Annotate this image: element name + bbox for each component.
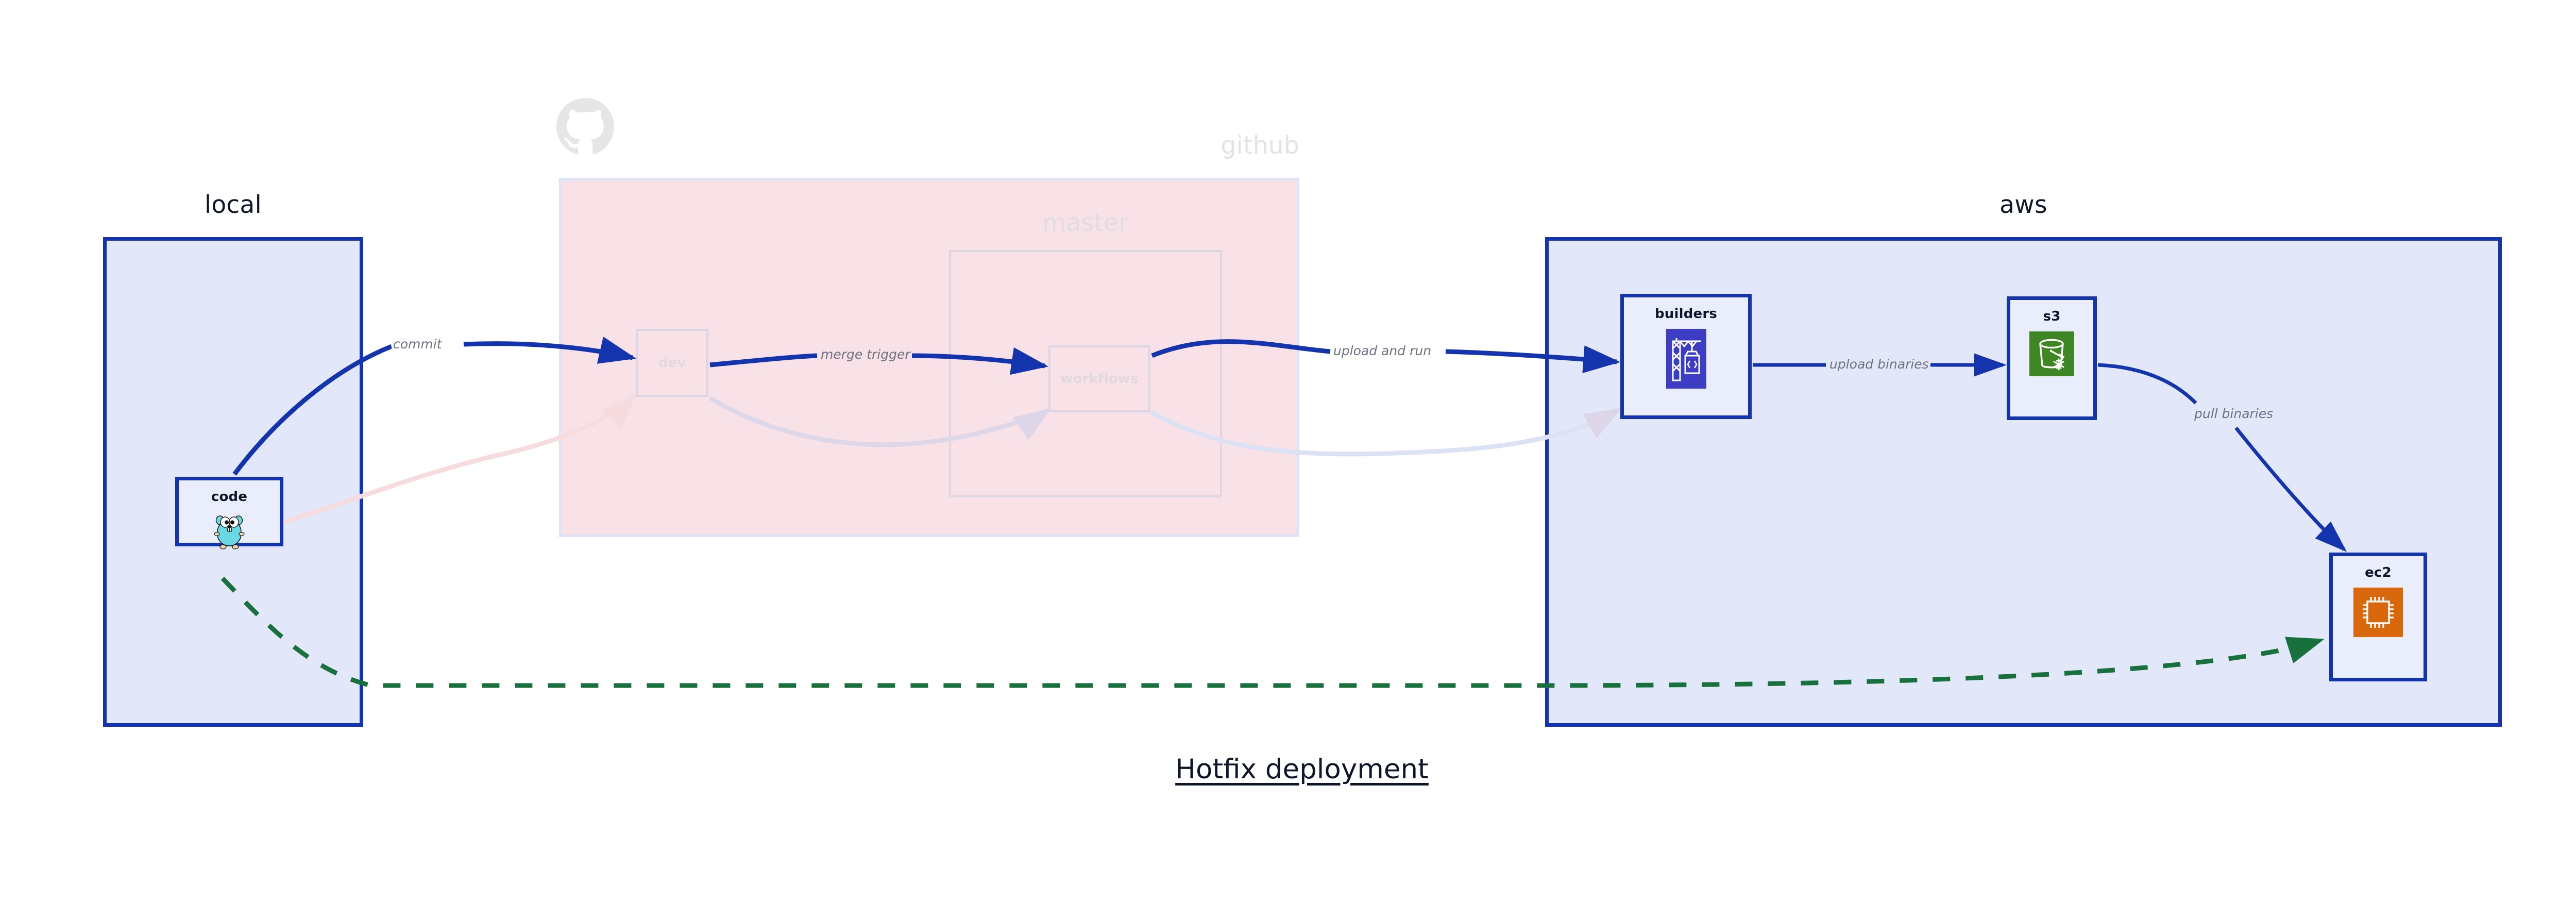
edge-label-pull-binaries: pull binaries bbox=[2193, 407, 2275, 421]
node-s3[interactable]: s3 bbox=[2007, 296, 2097, 420]
node-dev[interactable]: dev bbox=[636, 329, 708, 397]
diagram-title: Hotfix deployment bbox=[1175, 754, 1429, 785]
edge-label-upload-binaries: upload binaries bbox=[1828, 357, 1930, 372]
node-code-label: code bbox=[211, 489, 248, 505]
node-workflows[interactable]: workflows bbox=[1048, 345, 1150, 412]
cluster-aws-label: aws bbox=[1999, 191, 2047, 219]
node-workflows-label: workflows bbox=[1060, 371, 1139, 387]
cluster-local-label: local bbox=[204, 191, 262, 219]
edge-label-merge-trigger: merge trigger bbox=[819, 347, 912, 362]
node-code[interactable]: code bbox=[175, 477, 283, 549]
aws-codebuild-icon bbox=[1666, 329, 1706, 391]
edge-label-commit: commit bbox=[392, 337, 444, 352]
cluster-master bbox=[949, 250, 1222, 497]
node-s3-label: s3 bbox=[2043, 309, 2061, 324]
node-ec2[interactable]: ec2 bbox=[2329, 553, 2427, 681]
go-gopher-icon bbox=[214, 512, 245, 552]
github-octocat-icon bbox=[556, 98, 614, 156]
edge-label-upload-and-run: upload and run bbox=[1332, 344, 1433, 358]
cluster-master-label: master bbox=[1042, 209, 1129, 237]
node-builders-label: builders bbox=[1654, 306, 1718, 322]
aws-ec2-icon bbox=[2353, 588, 2403, 639]
node-ec2-label: ec2 bbox=[2365, 565, 2392, 580]
node-dev-label: dev bbox=[658, 355, 686, 371]
cluster-github-label: github bbox=[1221, 131, 1299, 160]
aws-s3-glacier-icon bbox=[2029, 331, 2074, 378]
node-builders[interactable]: builders bbox=[1620, 294, 1752, 419]
